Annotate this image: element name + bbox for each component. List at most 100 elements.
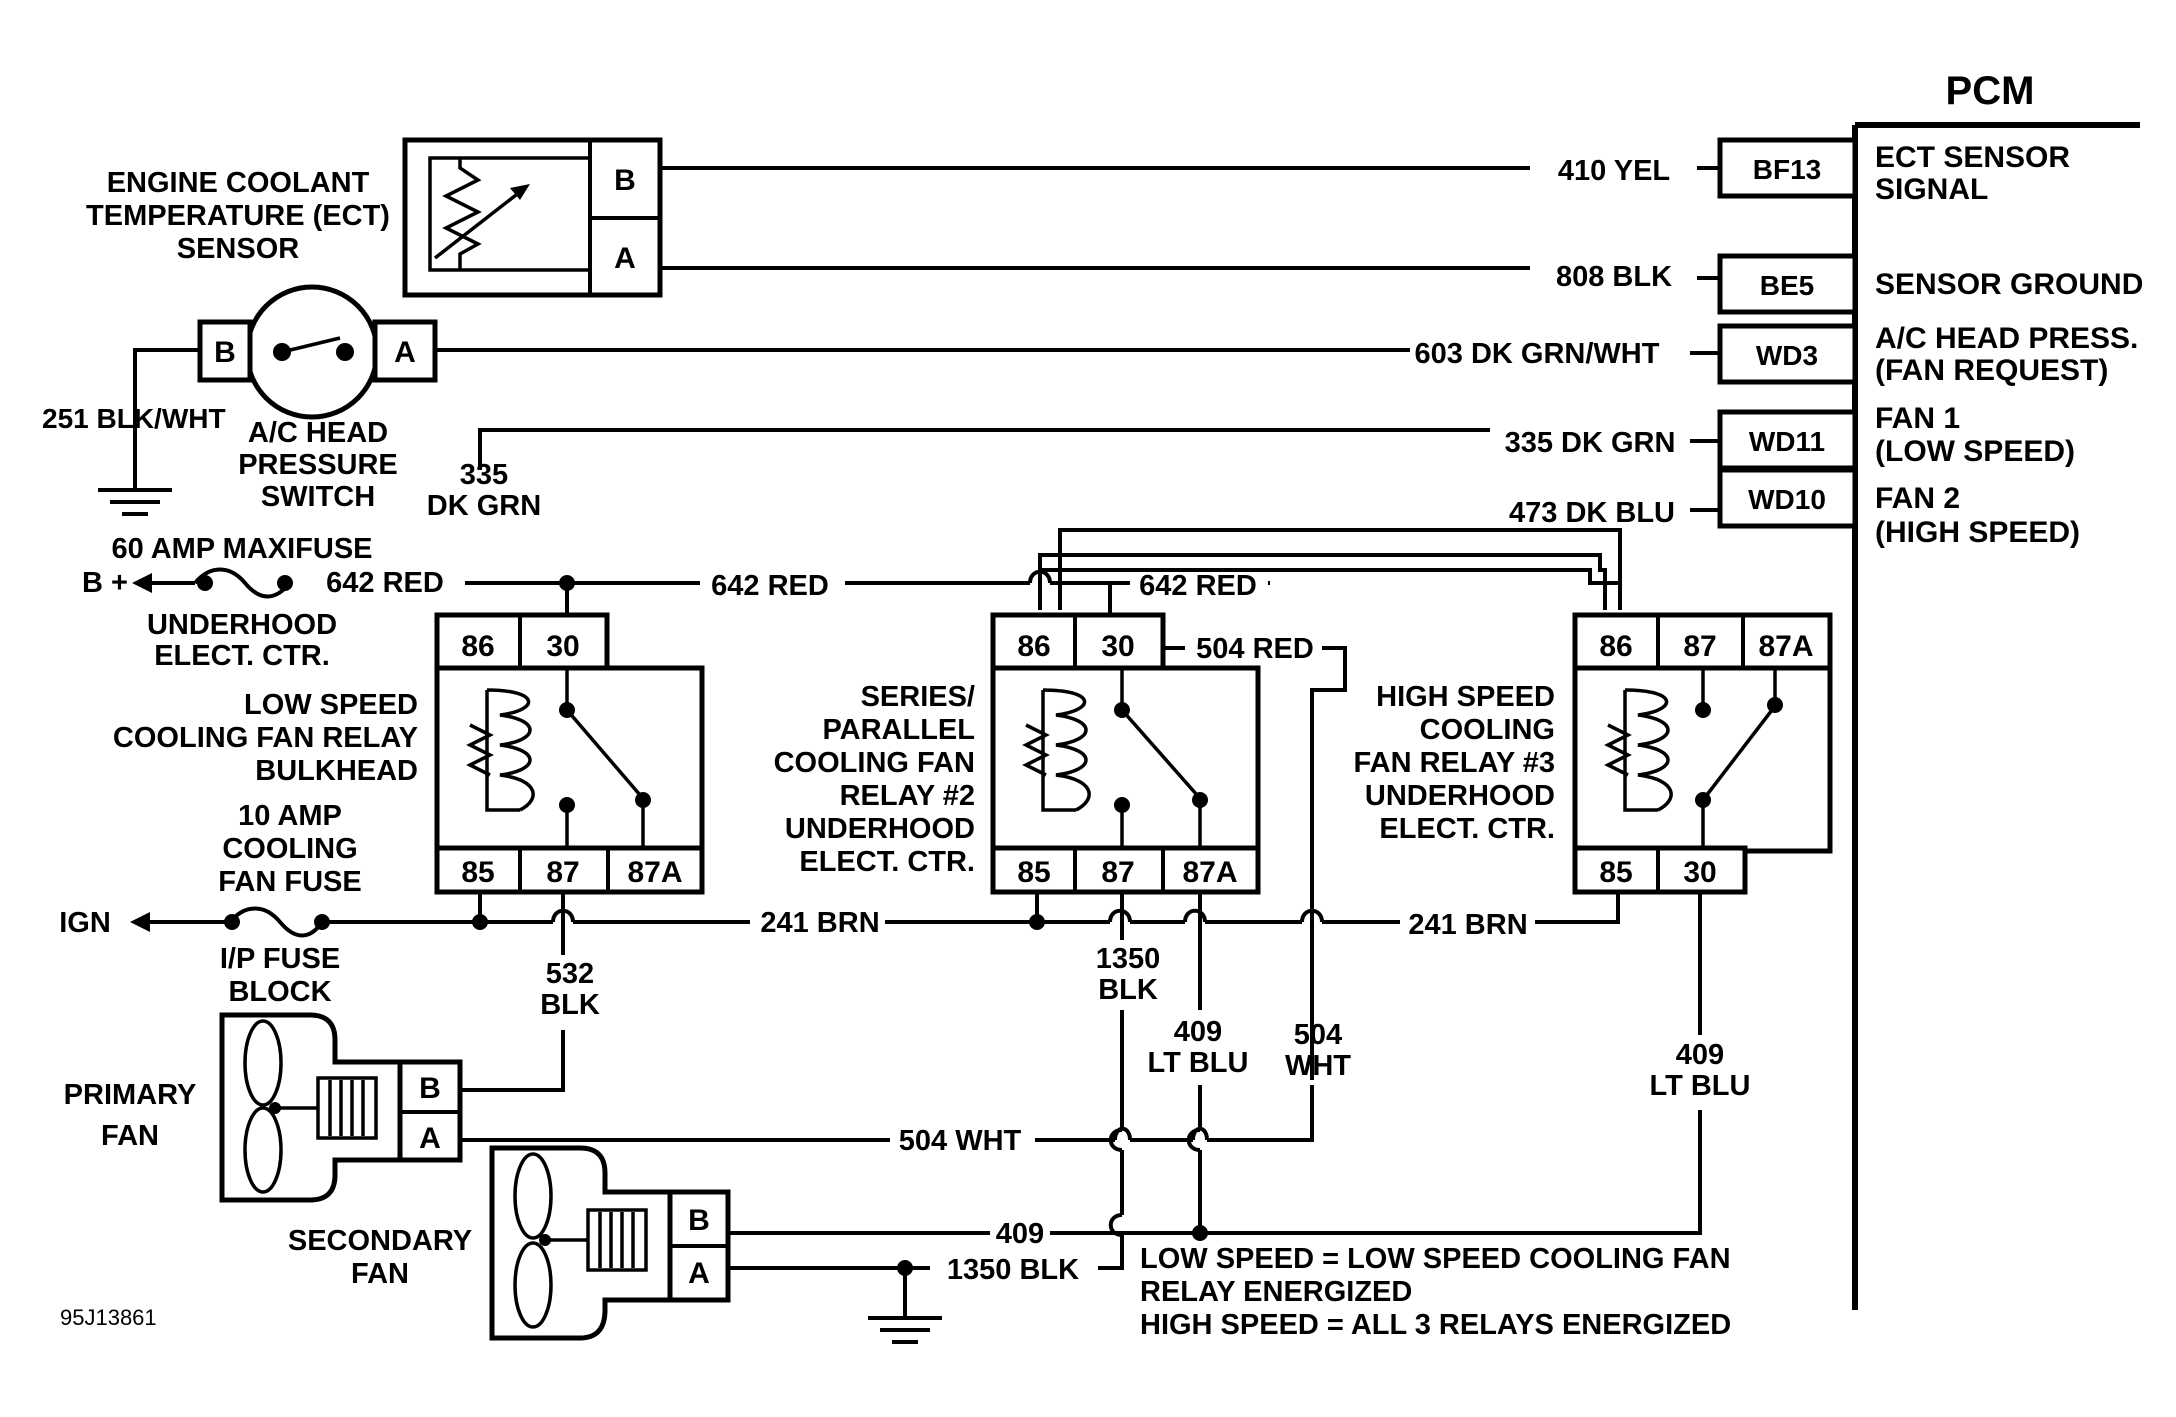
label-409-b-ltblu: LT BLU: [1650, 1070, 1751, 1102]
wire-642-red-2: 642 RED: [711, 570, 829, 602]
label-335: 335: [460, 459, 508, 491]
pcm-fn-ground: SENSOR GROUND: [1875, 268, 2143, 301]
wire-642-red-1: 642 RED: [326, 567, 444, 599]
label-ip-fuse-1: I/P FUSE: [220, 943, 340, 975]
label-bplus: B +: [82, 567, 128, 599]
note-2: RELAY ENERGIZED: [1140, 1276, 1412, 1308]
relay1-pin-86: 86: [461, 630, 494, 663]
pcm-fn-fan2-1: FAN 2: [1875, 482, 1960, 515]
wire-251-blk-wht: 251 BLK/WHT: [42, 403, 226, 434]
relay2-label-5: UNDERHOOD: [785, 813, 975, 845]
pcm-pin-be5-box: [1717, 253, 1858, 315]
ect-pin-b: B: [614, 164, 636, 197]
wire-642-red-3: 642 RED: [1139, 570, 1257, 602]
relay-high-speed: 86 87 87A 85 30: [1572, 612, 1833, 895]
relay2-pin-85: 85: [1017, 856, 1050, 889]
ac-pressure-switch: B A A/C HEAD PRESSURE SWITCH: [197, 284, 438, 513]
ac-label-1: A/C HEAD: [248, 417, 388, 449]
relay2-pin-87: 87: [1101, 856, 1134, 889]
label-504: 504: [1294, 1019, 1342, 1051]
label-ign: IGN: [59, 907, 111, 939]
ground-icon: [98, 440, 172, 516]
pcm-fn-fan1-2: (LOW SPEED): [1875, 435, 2075, 468]
pcm-pin-wd10-box: [1717, 467, 1858, 529]
ground-icon-2: [868, 1268, 942, 1344]
pcm-pin-bf13: BF13: [1753, 154, 1821, 185]
relay1-pin-30: 30: [546, 630, 579, 663]
wire-808-blk: 808 BLK: [1556, 261, 1672, 293]
ect-label-1: ENGINE COOLANT: [107, 167, 370, 199]
relay-coil-icon: [486, 688, 535, 812]
pcm-title: PCM: [1946, 69, 2035, 113]
relay-coil-icon-3: [1624, 688, 1673, 812]
relay3-pin-30: 30: [1683, 856, 1716, 889]
relay3-pin-87: 87: [1683, 630, 1716, 663]
relay3-label-4: UNDERHOOD: [1365, 780, 1555, 812]
fan-motor-icon: [316, 1076, 378, 1140]
note-1: LOW SPEED = LOW SPEED COOLING FAN: [1140, 1243, 1731, 1275]
figure-id: 95J13861: [60, 1305, 157, 1330]
relay1-label-3: BULKHEAD: [255, 755, 418, 787]
relay2-pin-30: 30: [1101, 630, 1134, 663]
relay1-label-1: LOW SPEED: [244, 689, 418, 721]
relay3-pin-85: 85: [1599, 856, 1632, 889]
fan-blade-icon-2: [513, 1152, 553, 1240]
label-409-a: 409: [1174, 1016, 1222, 1048]
label-504-wht: WHT: [1285, 1050, 1351, 1082]
ac-label-3: SWITCH: [261, 481, 375, 513]
relay2-pin-87a: 87A: [1182, 856, 1237, 889]
primary-fan: B A: [219, 1012, 463, 1203]
wire-410-yel: 410 YEL: [1558, 155, 1670, 187]
secondary-fan-pin-b: B: [688, 1204, 710, 1237]
pcm-pin-bf13-box: [1717, 137, 1858, 199]
relay1-label-2: COOLING FAN RELAY: [113, 722, 418, 754]
label-409-a-ltblu: LT BLU: [1148, 1047, 1249, 1079]
label-fuse-3: FAN FUSE: [218, 866, 361, 898]
wire-504-wht: 504 WHT: [899, 1125, 1022, 1157]
relay2-label-1: SERIES/: [861, 681, 975, 713]
switch-contact-icon: [281, 336, 341, 354]
ac-pin-b: B: [214, 336, 236, 369]
label-dk-grn: DK GRN: [427, 490, 541, 522]
label-fuse-1: 10 AMP: [238, 800, 342, 832]
label-underhood-1: UNDERHOOD: [147, 609, 337, 641]
label-maxifuse: 60 AMP MAXIFUSE: [111, 533, 372, 565]
pcm-pin-be5: BE5: [1760, 270, 1814, 301]
secondary-fan-label-2: FAN: [351, 1258, 409, 1290]
relay3-label-1: HIGH SPEED: [1376, 681, 1555, 713]
relay2-label-6: ELECT. CTR.: [799, 846, 975, 878]
relay3-pin-87a: 87A: [1758, 630, 1813, 663]
label-1350: 1350: [1096, 943, 1161, 975]
arrow-left-icon-2: [130, 912, 150, 932]
relay1-pin-87: 87: [546, 856, 579, 889]
ect-label-2: TEMPERATURE (ECT): [86, 200, 390, 232]
label-532: 532: [546, 958, 594, 990]
wire-603-dk-grn-wht: 603 DK GRN/WHT: [1415, 338, 1660, 370]
label-underhood-2: ELECT. CTR.: [154, 640, 330, 672]
primary-fan-pin-a: A: [419, 1122, 441, 1155]
pcm-fn-ac-1: A/C HEAD PRESS.: [1875, 322, 2138, 355]
relay-series-parallel: 86 30 85 87 87A: [990, 612, 1261, 895]
secondary-fan-pin-a: A: [688, 1257, 710, 1290]
wire-1350-blk: 1350 BLK: [947, 1254, 1079, 1286]
relay3-label-3: FAN RELAY #3: [1354, 747, 1555, 779]
pcm-fn-fan2-2: (HIGH SPEED): [1875, 516, 2080, 549]
relay1-pin-87a: 87A: [627, 856, 682, 889]
ect-label-3: SENSOR: [177, 233, 300, 265]
label-532-blk: BLK: [540, 989, 600, 1021]
relay2-pin-86: 86: [1017, 630, 1050, 663]
pcm-fn-fan1-1: FAN 1: [1875, 402, 1960, 435]
pcm-fn-ect-1: ECT SENSOR: [1875, 141, 2070, 174]
primary-fan-pin-b: B: [419, 1072, 441, 1105]
wire-241-brn-2: 241 BRN: [1408, 909, 1527, 941]
wire-504-red: 504 RED: [1196, 633, 1314, 665]
ect-sensor: B A ENGINE COOLANT TEMPERATURE (ECT) SEN…: [86, 137, 663, 298]
fan-blade-icon: [243, 1019, 283, 1107]
pcm-pin-wd11: WD11: [1749, 426, 1825, 457]
pcm-pin-wd10: WD10: [1748, 484, 1826, 515]
label-1350-blk: BLK: [1098, 974, 1158, 1006]
fan-motor-icon-2: [586, 1208, 648, 1272]
ac-label-2: PRESSURE: [238, 449, 398, 481]
secondary-fan-label-1: SECONDARY: [288, 1225, 472, 1257]
